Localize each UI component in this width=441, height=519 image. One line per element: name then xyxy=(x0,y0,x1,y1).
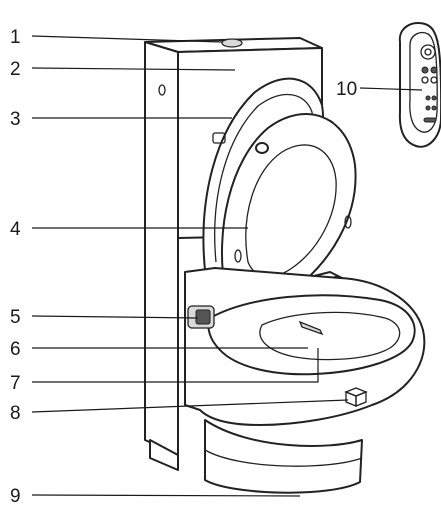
callout-1: 1 xyxy=(10,27,21,48)
leader-line-5 xyxy=(31,315,199,319)
leader-line-8 xyxy=(31,399,349,413)
callout-labels: 1 2 3 4 5 6 7 8 9 10 xyxy=(10,27,357,507)
leader-line-1 xyxy=(31,35,223,43)
callout-7: 7 xyxy=(10,373,21,394)
callout-9: 9 xyxy=(10,486,21,507)
leader-line-7 xyxy=(32,348,319,383)
callout-6: 6 xyxy=(10,339,21,360)
sensor-cube-icon xyxy=(344,387,368,407)
callout-8: 8 xyxy=(10,403,21,424)
toilet-base xyxy=(149,419,363,494)
leader-line-2 xyxy=(31,67,236,71)
toilet-bowl xyxy=(184,267,426,426)
callout-2: 2 xyxy=(10,59,21,80)
callout-5: 5 xyxy=(10,307,21,328)
toilet-seat xyxy=(220,113,357,293)
leader-line-9 xyxy=(31,494,301,497)
callout-3: 3 xyxy=(10,109,21,130)
remote-control xyxy=(398,22,441,148)
callout-4: 4 xyxy=(10,219,21,240)
leader-lines xyxy=(31,35,423,497)
leader-line-10 xyxy=(359,87,423,91)
callout-10: 10 xyxy=(336,79,357,100)
